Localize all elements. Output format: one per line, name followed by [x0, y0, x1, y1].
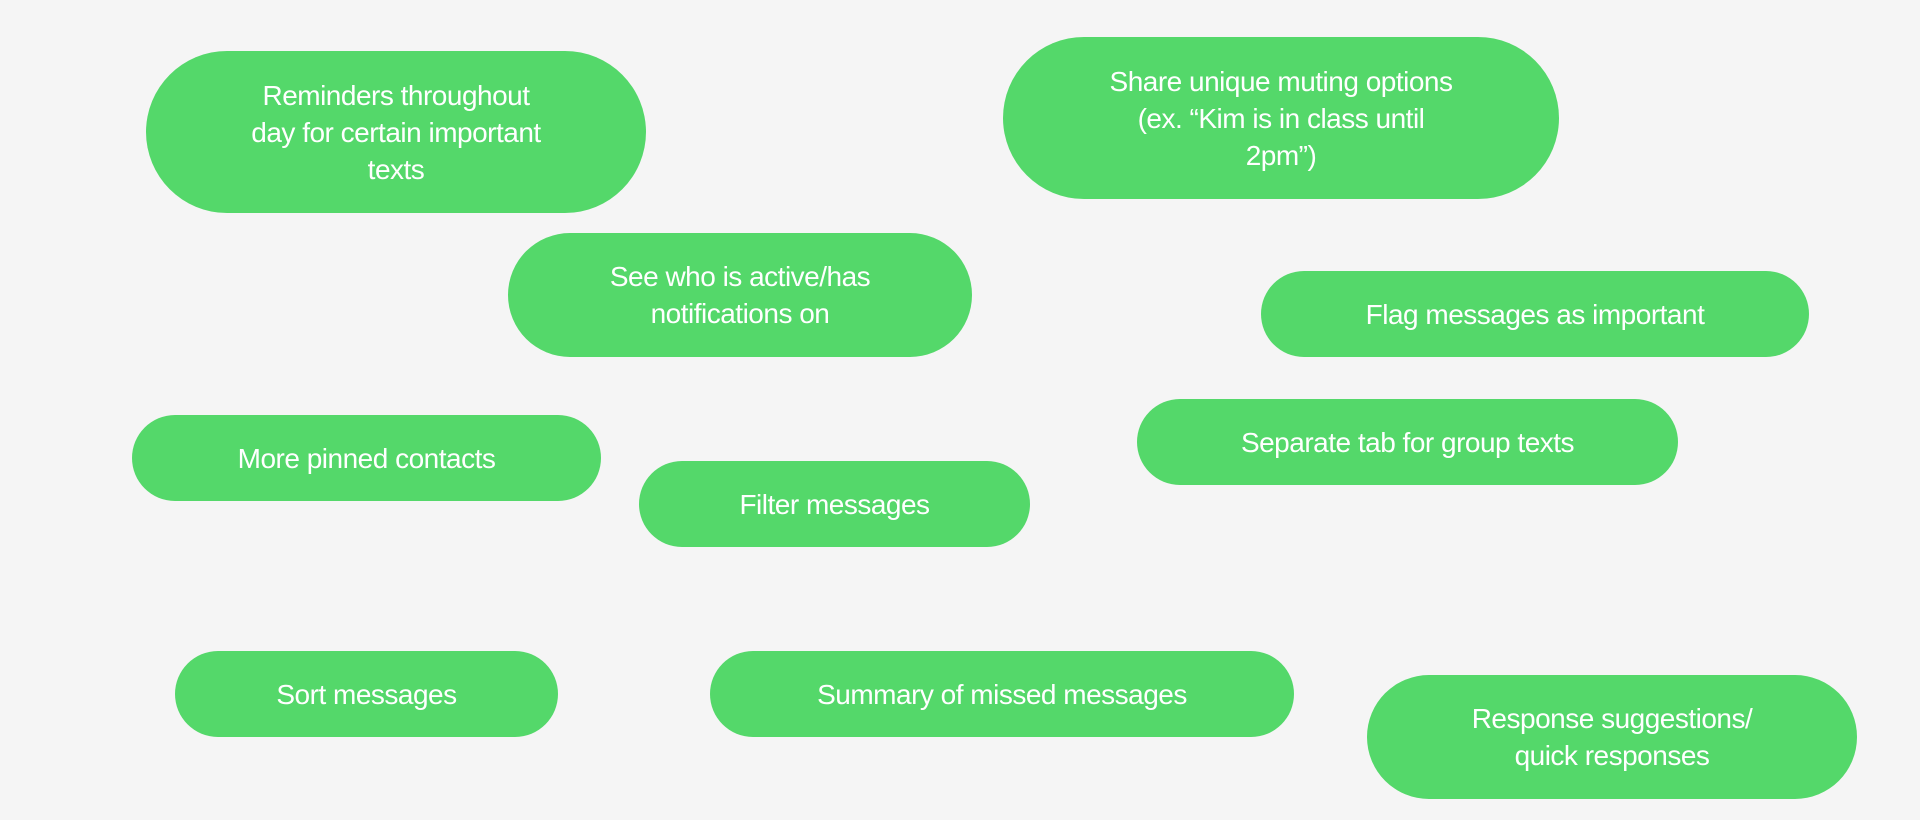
- idea-pinned-contacts-label: More pinned contacts: [237, 442, 496, 474]
- idea-sort-messages-label: Sort messages: [276, 678, 457, 710]
- idea-flag-important-label: Flag messages as important: [1365, 298, 1705, 330]
- idea-separate-tab: Separate tab for group texts: [1137, 399, 1678, 485]
- idea-share-muting-label: Share unique muting options (ex. “Kim is…: [1109, 65, 1453, 171]
- idea-flag-important: Flag messages as important: [1261, 271, 1809, 357]
- idea-reminders-label: Reminders throughout day for certain imp…: [251, 79, 541, 185]
- idea-response-suggestions-label: Response suggestions/ quick responses: [1471, 703, 1753, 771]
- idea-sort-messages: Sort messages: [175, 651, 558, 737]
- idea-summary-missed-label: Summary of missed messages: [817, 678, 1187, 710]
- idea-response-suggestions: Response suggestions/ quick responses: [1367, 675, 1857, 799]
- idea-filter-messages: Filter messages: [639, 461, 1030, 547]
- idea-see-active-label: See who is active/has notifications on: [609, 261, 871, 329]
- idea-share-muting: Share unique muting options (ex. “Kim is…: [1003, 37, 1559, 199]
- idea-reminders: Reminders throughout day for certain imp…: [146, 51, 646, 213]
- idea-summary-missed: Summary of missed messages: [710, 651, 1294, 737]
- idea-filter-messages-label: Filter messages: [739, 488, 930, 520]
- idea-pinned-contacts: More pinned contacts: [132, 415, 601, 501]
- idea-separate-tab-label: Separate tab for group texts: [1240, 426, 1575, 458]
- idea-see-active: See who is active/has notifications on: [508, 233, 972, 357]
